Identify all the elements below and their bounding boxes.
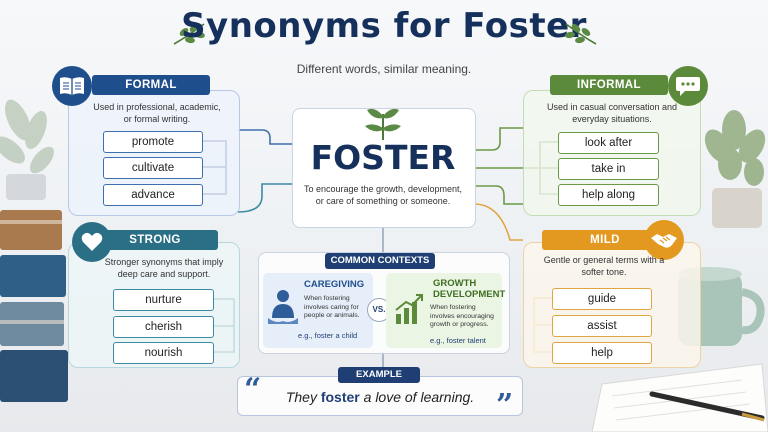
growth-example: e.g., foster talent xyxy=(430,336,486,345)
background-plant-right xyxy=(704,110,766,228)
synonym-nurture: nurture xyxy=(113,289,214,311)
informal-label: INFORMAL xyxy=(550,75,668,95)
formal-description: Used in professional, academic, or forma… xyxy=(93,102,221,124)
page-title: Synonyms for Foster xyxy=(181,6,587,46)
synonym-help-along: help along xyxy=(558,184,659,206)
synonym-promote: promote xyxy=(103,131,203,153)
leaf-sprig-icon xyxy=(565,23,597,45)
mild-label: MILD xyxy=(542,230,668,250)
caregiving-text: When fostering involves caring for peopl… xyxy=(304,295,360,319)
strong-label: STRONG xyxy=(92,230,218,250)
formal-label: FORMAL xyxy=(92,75,210,95)
caregiver-icon xyxy=(268,290,298,324)
page-subtitle: Different words, similar meaning. xyxy=(296,62,472,76)
growth-title-line2: DEVELOPMENT xyxy=(433,289,506,300)
background-books xyxy=(0,210,68,402)
contexts-label: COMMON CONTEXTS xyxy=(325,253,435,269)
synonym-look-after: look after xyxy=(558,132,659,154)
synonym-assist: assist xyxy=(552,315,652,337)
open-quote-mark: “ xyxy=(244,372,262,407)
synonym-cherish: cherish xyxy=(113,316,214,338)
growth-title-line1: GROWTH xyxy=(433,278,477,289)
center-word: FOSTER xyxy=(310,138,456,177)
caregiving-example: e.g., foster a child xyxy=(298,331,358,340)
leaf-sprig-icon xyxy=(173,23,205,45)
close-quote-mark: ” xyxy=(496,388,514,423)
synonym-nourish: nourish xyxy=(113,342,214,364)
sprout-icon xyxy=(365,108,401,140)
strong-description: Stronger synonyms that imply deep care a… xyxy=(104,257,224,279)
example-keyword: foster xyxy=(320,389,360,405)
informal-description: Used in casual conversation and everyday… xyxy=(546,102,678,124)
example-label: EXAMPLE xyxy=(338,367,420,383)
speech-bubble-icon xyxy=(668,66,708,106)
synonym-take-in: take in xyxy=(558,158,659,180)
caregiving-title: CAREGIVING xyxy=(304,279,365,290)
synonym-help: help xyxy=(552,342,652,364)
example-after: a love of learning. xyxy=(359,389,475,405)
mild-description: Gentle or general terms with a softer to… xyxy=(543,255,665,277)
synonym-cultivate: cultivate xyxy=(103,157,203,179)
example-sentence: They foster a love of learning. xyxy=(260,389,500,405)
growth-text: When fostering involves encouraging grow… xyxy=(430,304,494,328)
handshake-icon xyxy=(644,220,684,260)
synonym-guide: guide xyxy=(552,288,652,310)
book-icon xyxy=(52,66,92,106)
background-plant-left xyxy=(0,99,54,200)
example-before: They xyxy=(285,389,321,405)
growth-chart-icon xyxy=(395,294,423,324)
synonym-advance: advance xyxy=(103,184,203,206)
heart-icon xyxy=(72,222,112,262)
background-notebook xyxy=(592,363,768,432)
center-definition: To encourage the growth, development, or… xyxy=(303,184,463,206)
